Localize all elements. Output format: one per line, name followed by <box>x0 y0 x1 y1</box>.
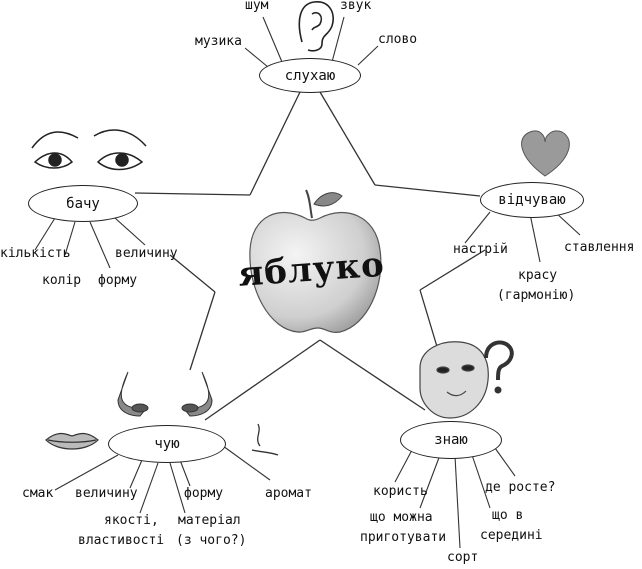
word-hear-sound: звук <box>340 0 372 13</box>
word-know-benefit: користь <box>373 484 428 499</box>
node-see: бачу <box>28 185 138 222</box>
word-know-grows-where: де росте? <box>485 480 556 495</box>
word-sense-material: матеріал <box>178 513 241 528</box>
lips-icon <box>45 432 99 450</box>
node-feel-label: відчуваю <box>498 192 566 208</box>
word-know-cook: приготувати <box>360 530 447 545</box>
ear-icon <box>298 1 334 52</box>
branch-lines <box>34 16 581 549</box>
word-feel-attitude: ставлення <box>564 240 635 255</box>
word-feel-beauty: красу <box>518 268 558 283</box>
node-sense-label: чую <box>154 436 180 452</box>
word-sense-shape: форму <box>184 486 224 501</box>
nose-icon <box>117 371 213 417</box>
node-know-label: знаю <box>434 432 468 448</box>
word-know-variety: сорт <box>447 550 479 565</box>
word-feel-mood: настрій <box>453 242 508 257</box>
node-see-label: бачу <box>66 195 100 212</box>
smell-icon <box>251 423 279 456</box>
word-see-size: величину <box>115 246 178 261</box>
node-know: знаю <box>400 421 502 459</box>
node-hear: слухаю <box>259 58 361 93</box>
word-sense-size: величину <box>75 486 138 501</box>
star-outline <box>134 91 486 421</box>
node-hear-label: слухаю <box>284 67 336 84</box>
word-sense-taste: смак <box>22 486 54 501</box>
word-see-color: колір <box>42 273 82 288</box>
word-sense-properties: властивості <box>78 533 165 548</box>
word-sense-aroma: аромат <box>265 486 312 501</box>
word-feel-harmony: (гармонію) <box>497 288 576 303</box>
word-sense-made-of: (з чого?) <box>176 533 247 548</box>
heart-icon <box>521 130 570 177</box>
apple-icon <box>249 189 382 334</box>
word-know-what-in: що в <box>492 508 524 523</box>
word-see-quantity: кількість <box>0 246 71 261</box>
question-mark-icon <box>484 340 514 394</box>
node-sense: чую <box>108 425 226 463</box>
node-feel: відчуваю <box>480 182 584 218</box>
word-hear-music: музика <box>195 34 242 49</box>
eyes-icon <box>31 129 147 171</box>
word-know-inside: середині <box>480 528 543 543</box>
face-icon <box>419 341 489 419</box>
word-hear-word: слово <box>378 32 418 47</box>
word-sense-qualities: якості, <box>104 513 159 528</box>
word-see-shape: форму <box>98 273 138 288</box>
word-hear-noise: шум <box>245 0 269 13</box>
word-know-can-make: що можна <box>370 510 433 525</box>
